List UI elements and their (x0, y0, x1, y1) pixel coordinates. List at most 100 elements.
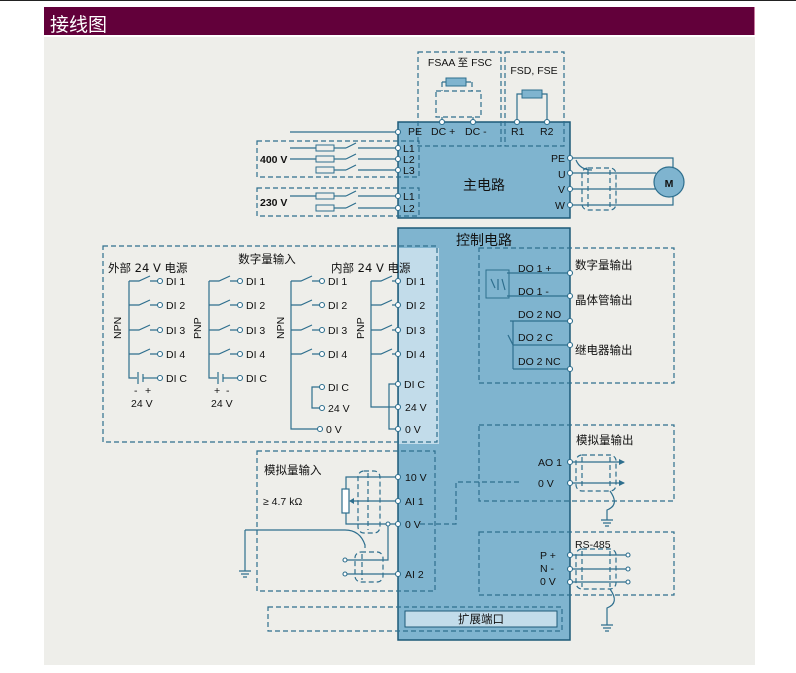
g3-di3: DI 3 (328, 325, 347, 337)
terminal-n-minus: N - (540, 563, 555, 575)
terminal-230v-l2: L2 (403, 203, 415, 215)
ground-icon-ao (601, 519, 613, 527)
resistor-box-a-label: FSAA 至 FSC (428, 57, 493, 69)
relay-output-label: 继电器输出 (575, 343, 633, 357)
g1-polarity-plus: + (145, 385, 151, 397)
rs485-box (478, 531, 675, 596)
terminal-230v-l1: L1 (403, 191, 415, 203)
terminal-u: U (558, 169, 566, 181)
motor-label: M (665, 178, 674, 190)
potentiometer-icon (341, 488, 350, 514)
g4-di1: DI 1 (406, 276, 425, 288)
g1-type: NPN (112, 317, 124, 339)
di-group-pnp-external (208, 275, 244, 384)
0v-link-dashed (420, 481, 520, 525)
supply-400v-box (256, 140, 420, 178)
terminal-p-plus: P + (540, 550, 556, 562)
main-circuit-block (397, 121, 571, 219)
g2-dic: DI C (246, 373, 267, 385)
internal-supply-label: 内部 24 V 电源 (331, 261, 411, 275)
g3-24v: 24 V (328, 403, 350, 415)
g2-di2: DI 2 (246, 300, 265, 312)
terminal-400v-l2: L2 (403, 154, 415, 166)
braking-resistor-icon (445, 77, 467, 87)
di-group-npn-external (128, 275, 164, 384)
g1-di2: DI 2 (166, 300, 185, 312)
supply-230v-label: 230 V (260, 197, 287, 209)
terminal-dc-minus: DC - (465, 126, 487, 138)
di-group-npn-internal (290, 275, 326, 433)
terminal-do2-c: DO 2 C (518, 332, 553, 344)
g1-polarity-minus: - (134, 385, 138, 397)
g2-voltage: 24 V (211, 398, 233, 410)
resistor-a-dashed-link (435, 90, 482, 118)
digital-outputs-title: 数字量输出 (575, 258, 633, 272)
analog-outputs-box (478, 424, 675, 502)
analog-outputs-title: 模拟量输出 (576, 433, 634, 447)
rs485-cable-shield (575, 548, 617, 590)
supply-230v-lines (290, 190, 396, 212)
terminal-pe-in: PE (408, 126, 422, 138)
ground-icon-left (239, 570, 251, 578)
transistor-output-label: 晶体管输出 (575, 293, 633, 307)
external-supply-label: 外部 24 V 电源 (108, 261, 188, 275)
digital-outputs-box (478, 247, 675, 384)
section-title: 接线图 (50, 14, 108, 36)
terminal-ai1: AI 1 (405, 496, 424, 508)
motor-icon (653, 166, 685, 198)
expansion-port (404, 610, 558, 628)
terminal-ai-0v: 0 V (405, 519, 421, 531)
di-group-pnp-internal (370, 275, 402, 433)
terminal-400v-l1: L1 (403, 143, 415, 155)
g3-di4: DI 4 (328, 349, 347, 361)
internal-supply-highlight (399, 248, 439, 444)
rs485-title: RS-485 (575, 539, 611, 551)
g1-dic: DI C (166, 373, 187, 385)
g2-di1: DI 1 (246, 276, 265, 288)
resistor-box-fsaa-fsc (417, 51, 502, 147)
ai2-cable-shield (354, 551, 384, 583)
g4-di3: DI 3 (406, 325, 425, 337)
resistor-box-fsd-fse (504, 51, 565, 147)
terminal-r1: R1 (511, 126, 525, 138)
terminal-pe-out: PE (551, 153, 565, 165)
expansion-port-box (267, 606, 563, 632)
g1-di1: DI 1 (166, 276, 185, 288)
supply-400v-label: 400 V (260, 154, 287, 166)
supply-230v-box (256, 187, 420, 217)
terminal-do1-plus: DO 1 + (518, 263, 552, 275)
terminal-400v-l3: L3 (403, 165, 415, 177)
g1-di3: DI 3 (166, 325, 185, 337)
section-header: 接线图 (44, 7, 755, 36)
terminal-do2-nc: DO 2 NC (518, 356, 561, 368)
g2-di3: DI 3 (246, 325, 265, 337)
resistor-box-b-label: FSD, FSE (510, 65, 557, 77)
g4-di2: DI 2 (406, 300, 425, 312)
g2-di4: DI 4 (246, 349, 265, 361)
terminal-ao1: AO 1 (538, 457, 562, 469)
g1-voltage: 24 V (131, 398, 153, 410)
terminal-r2: R2 (540, 126, 554, 138)
motor-cable-shield (581, 167, 617, 211)
g3-type: NPN (275, 317, 287, 339)
terminal-do1-minus: DO 1 - (518, 286, 549, 298)
g3-dic: DI C (328, 382, 349, 394)
g2-polarity-minus: - (226, 385, 230, 397)
terminal-ai2: AI 2 (405, 569, 424, 581)
g3-0v: 0 V (326, 424, 342, 436)
analog-inputs-box (256, 450, 436, 592)
digital-inputs-title: 数字量输入 (238, 252, 296, 266)
terminal-ao-0v: 0 V (538, 478, 554, 490)
ao-cable-shield (575, 454, 617, 492)
g2-type: PNP (192, 317, 204, 339)
terminal-do2-no: DO 2 NO (518, 309, 561, 321)
g2-polarity-plus: + (214, 385, 220, 397)
braking-resistor-b-icon (521, 89, 543, 99)
expansion-port-label: 扩展端口 (458, 612, 504, 626)
g4-dic: DI C (404, 379, 425, 391)
digital-inputs-box (102, 245, 438, 443)
g4-0v: 0 V (405, 424, 421, 436)
terminal-rs485-0v: 0 V (540, 576, 556, 588)
resistance-label: ≥ 4.7 kΩ (263, 496, 302, 508)
